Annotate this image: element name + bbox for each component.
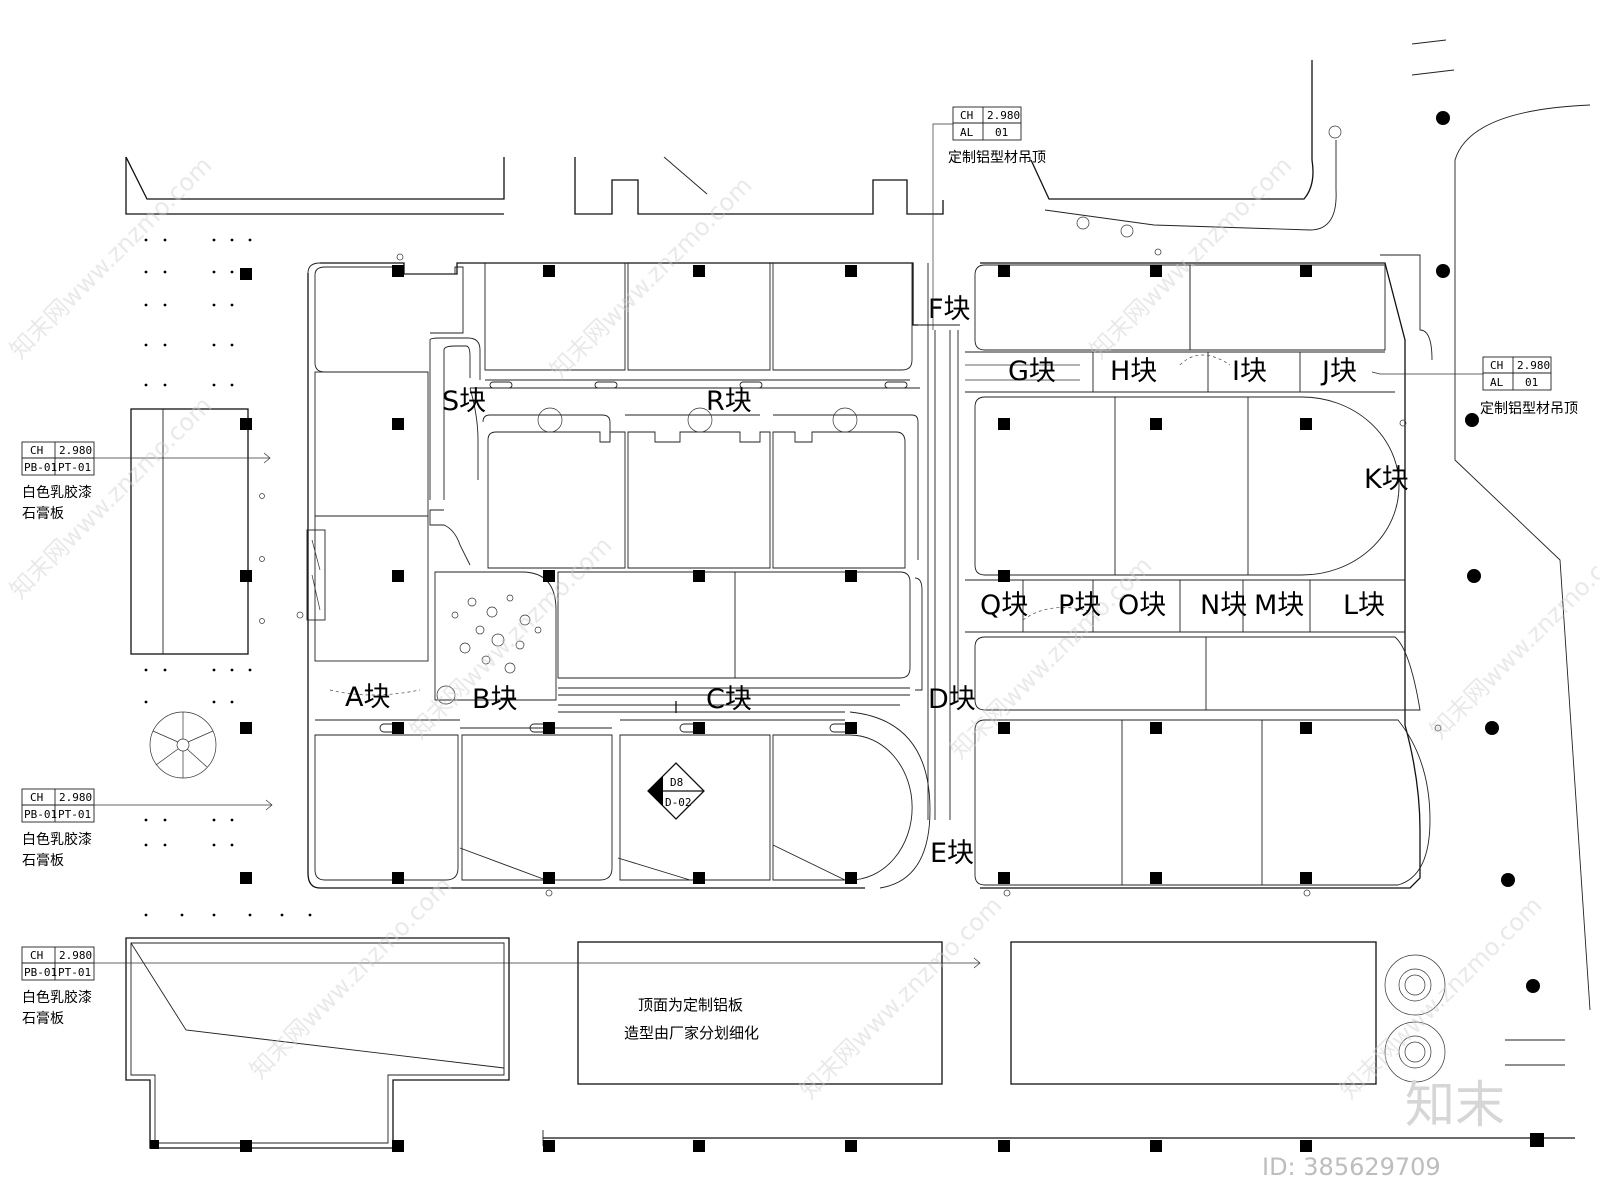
zone-label-a: A块 [345, 682, 390, 713]
tag-left2-r1c1: CH [30, 791, 43, 804]
zone-label-r: R块 [706, 386, 752, 417]
center-note: 顶面为定制铝板 造型由厂家分划细化 [624, 996, 759, 1042]
tag-left1-r2c1: PB-01 [24, 461, 57, 474]
site-context-top [125, 39, 1455, 238]
zone-label-f: F块 [928, 294, 971, 325]
tag-top-r2c1: AL [960, 126, 974, 139]
tag-left2-r2c2: PT-01 [58, 808, 91, 821]
material-tag-right: CH 2.980 AL 01 定制铝型材吊顶 [1371, 356, 1578, 417]
grid-dots-left [144, 238, 312, 917]
tag-left2-r2c1: PB-01 [24, 808, 57, 821]
tag-top-r1c2: 2.980 [987, 109, 1020, 122]
tag-top-r2c2: 01 [995, 126, 1008, 139]
tag-left1-note2: 石膏板 [22, 505, 64, 522]
watermark-text: 知末网www.znzmo.com [1084, 151, 1297, 364]
round-columns [1436, 111, 1540, 993]
spine-corridor [918, 263, 960, 820]
spiral-stair [149, 711, 217, 779]
tag-right-r1c2: 2.980 [1517, 359, 1550, 372]
zone-labels: A块 B块 C块 D块 E块 F块 G块 H块 I块 J块 K块 L块 M块 N… [345, 294, 1409, 869]
material-tag-top: CH 2.980 AL 01 定制铝型材吊顶 [932, 106, 1046, 330]
center-note-line2: 造型由厂家分划细化 [624, 1024, 759, 1042]
watermark-text: 知末网www.znzmo.com [4, 151, 217, 364]
zone-label-g: G块 [1008, 356, 1056, 387]
zone-label-p: P块 [1058, 590, 1101, 621]
detail-marker-bottom: D-02 [665, 796, 692, 809]
zone-label-i: I块 [1232, 356, 1267, 387]
watermark-text: 知末网www.znzmo.com [544, 171, 757, 384]
tag-left1-r1c1: CH [30, 444, 43, 457]
tag-left3-r1c1: CH [30, 949, 43, 962]
corridor-s [429, 337, 919, 566]
tag-left2-note1: 白色乳胶漆 [22, 831, 92, 848]
north-bays [470, 263, 920, 389]
zone-label-c: C块 [706, 684, 752, 715]
tag-right-r1c1: CH [1490, 359, 1503, 372]
tag-left3-note2: 石膏板 [22, 1010, 64, 1027]
detail-marker: D8 D-02 [647, 762, 705, 820]
garden-b [434, 571, 557, 705]
tag-left2-r1c2: 2.980 [59, 791, 92, 804]
material-tag-left-1: CH 2.980 PB-01 PT-01 白色乳胶漆 石膏板 [21, 441, 271, 522]
zone-label-d: D块 [928, 684, 976, 715]
zone-label-l: L块 [1343, 590, 1385, 621]
site-context-right [1380, 104, 1591, 1083]
watermark-text: 知末网www.znzmo.com [944, 551, 1157, 764]
tag-top-note: 定制铝型材吊顶 [948, 150, 1046, 166]
watermarks: 知末网www.znzmo.com 知末网www.znzmo.com 知末网www… [4, 151, 1600, 1181]
zone-label-q: Q块 [980, 590, 1028, 621]
aluminum-panel-area-1 [577, 941, 943, 1085]
east-bays [965, 264, 1431, 886]
tag-left1-note1: 白色乳胶漆 [22, 484, 92, 501]
building-outline [307, 262, 1421, 889]
zone-label-e: E块 [930, 838, 974, 869]
site-context-left [130, 238, 312, 917]
zone-label-j: J块 [1320, 356, 1357, 387]
zone-label-k: K块 [1364, 464, 1409, 495]
west-bays [306, 266, 464, 662]
tag-left2-note2: 石膏板 [22, 852, 64, 869]
zone-label-m: M块 [1254, 590, 1304, 621]
structural-columns [150, 265, 1544, 1152]
dashed-hints [329, 354, 1231, 696]
tag-left3-r2c1: PB-01 [24, 966, 57, 979]
material-tag-left-3: CH 2.980 PB-01 PT-01 白色乳胶漆 石膏板 [21, 946, 981, 1027]
watermark-text: 知末网www.znzmo.com [1424, 531, 1600, 744]
tag-left3-note1: 白色乳胶漆 [22, 989, 92, 1006]
zone-label-n: N块 [1200, 590, 1247, 621]
watermark-text: 知末网www.znzmo.com [794, 891, 1007, 1104]
tag-top-r1c1: CH [960, 109, 973, 122]
center-note-line1: 顶面为定制铝板 [638, 996, 743, 1014]
downlights [296, 248, 1442, 897]
zone-label-h: H块 [1110, 356, 1157, 387]
tag-left1-r1c2: 2.980 [59, 444, 92, 457]
corridor-c [315, 687, 910, 729]
watermark-text: 知末网www.znzmo.com [1334, 891, 1547, 1104]
watermark-id: ID: 385629709 [1262, 1153, 1441, 1181]
tag-right-r2c2: 01 [1525, 376, 1538, 389]
zone-label-o: O块 [1118, 590, 1166, 621]
zone-label-b: B块 [472, 684, 518, 715]
aluminum-panel-area-2 [1010, 941, 1377, 1085]
tag-left1-r2c2: PT-01 [58, 461, 91, 474]
tag-right-note: 定制铝型材吊顶 [1480, 401, 1578, 417]
detail-marker-top: D8 [670, 776, 683, 789]
tag-left3-r2c2: PT-01 [58, 966, 91, 979]
tag-right-r2c1: AL [1490, 376, 1504, 389]
south-bays [314, 711, 931, 889]
material-tag-left-2: CH 2.980 PB-01 PT-01 白色乳胶漆 石膏板 [21, 788, 273, 869]
watermark-text: 知末网www.znzmo.com [244, 871, 457, 1084]
zone-label-s: S块 [442, 386, 486, 417]
watermark-logo: 知末 [1405, 1076, 1505, 1134]
central-bays [487, 407, 923, 691]
tag-left3-r1c2: 2.980 [59, 949, 92, 962]
